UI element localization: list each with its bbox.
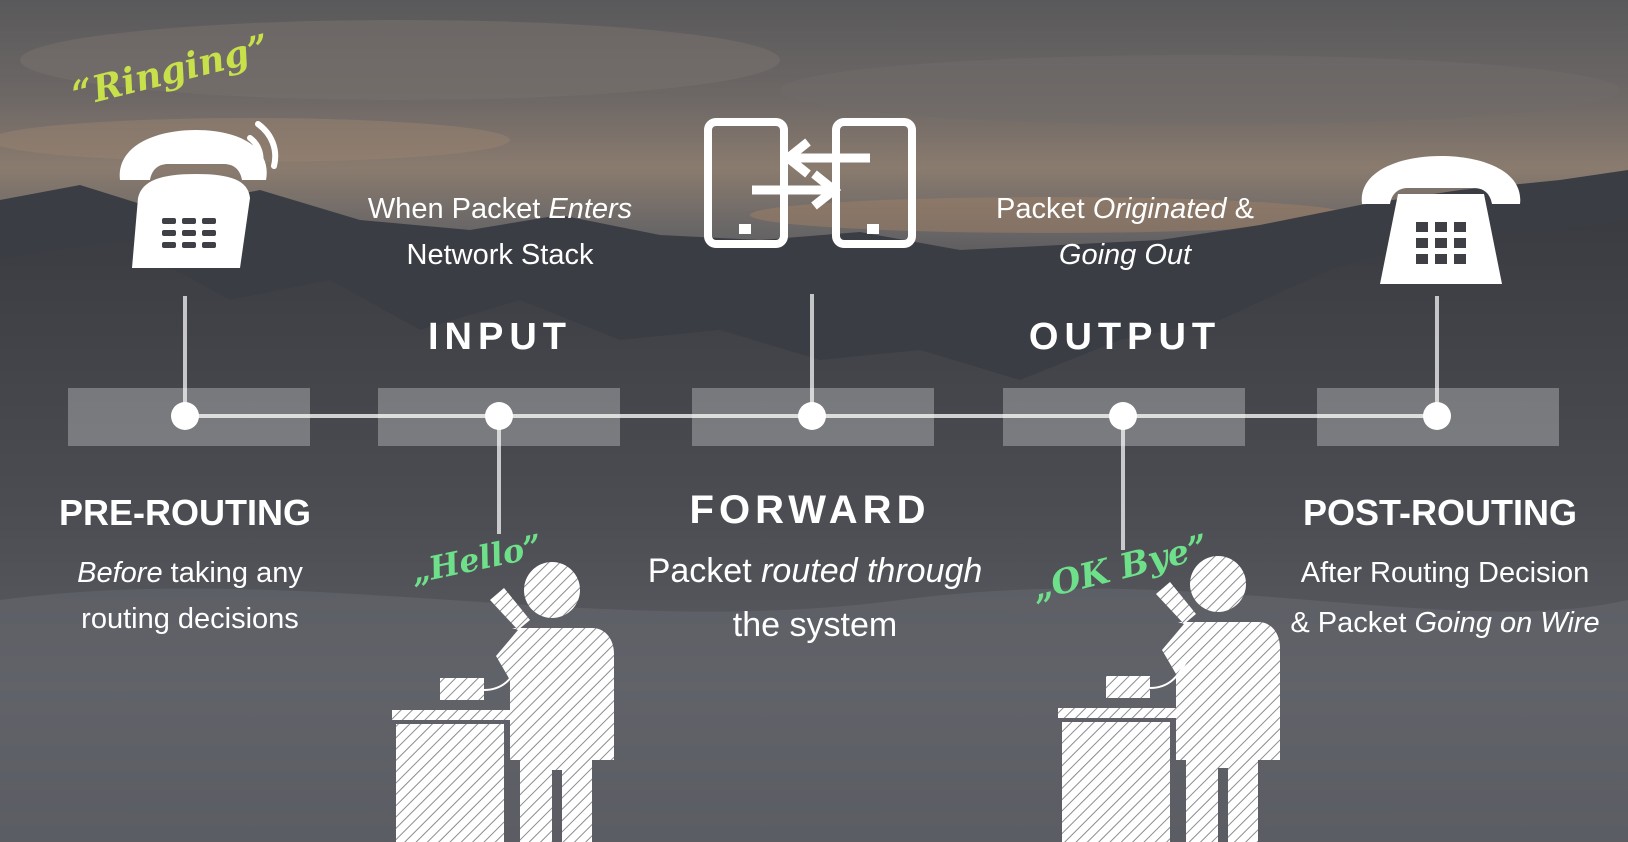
connector-prerouting [183, 296, 187, 416]
node-postrouting [1423, 402, 1451, 430]
forward-description: Packet routed through the system [647, 552, 983, 644]
connector-output [1121, 416, 1125, 550]
desk-phone-icon [1361, 156, 1521, 284]
devices-exchange-icon [704, 118, 916, 248]
connector-forward [810, 294, 814, 416]
person-on-phone-icon [1058, 556, 1280, 842]
postrouting-title: POST-ROUTING [1302, 492, 1577, 533]
node-forward [798, 402, 826, 430]
connector-input [497, 416, 501, 534]
node-input [485, 402, 513, 430]
ringing-phone-icon [119, 121, 279, 268]
prerouting-title: PRE-ROUTING [59, 492, 311, 533]
output-title: OUTPUT [1028, 316, 1222, 358]
input-description: When Packet Enters Network Stack [367, 193, 633, 271]
person-on-phone-icon [392, 562, 614, 842]
postrouting-description: After Routing Decision & Packet Going on… [1290, 557, 1600, 639]
node-prerouting [171, 402, 199, 430]
forward-title: FORWARD [689, 488, 931, 532]
connector-postrouting [1435, 296, 1439, 416]
input-title: INPUT [428, 316, 572, 358]
prerouting-description: Before taking any routing decisions [77, 557, 303, 635]
output-description: Packet Originated & Going Out [996, 193, 1254, 271]
node-output [1109, 402, 1137, 430]
